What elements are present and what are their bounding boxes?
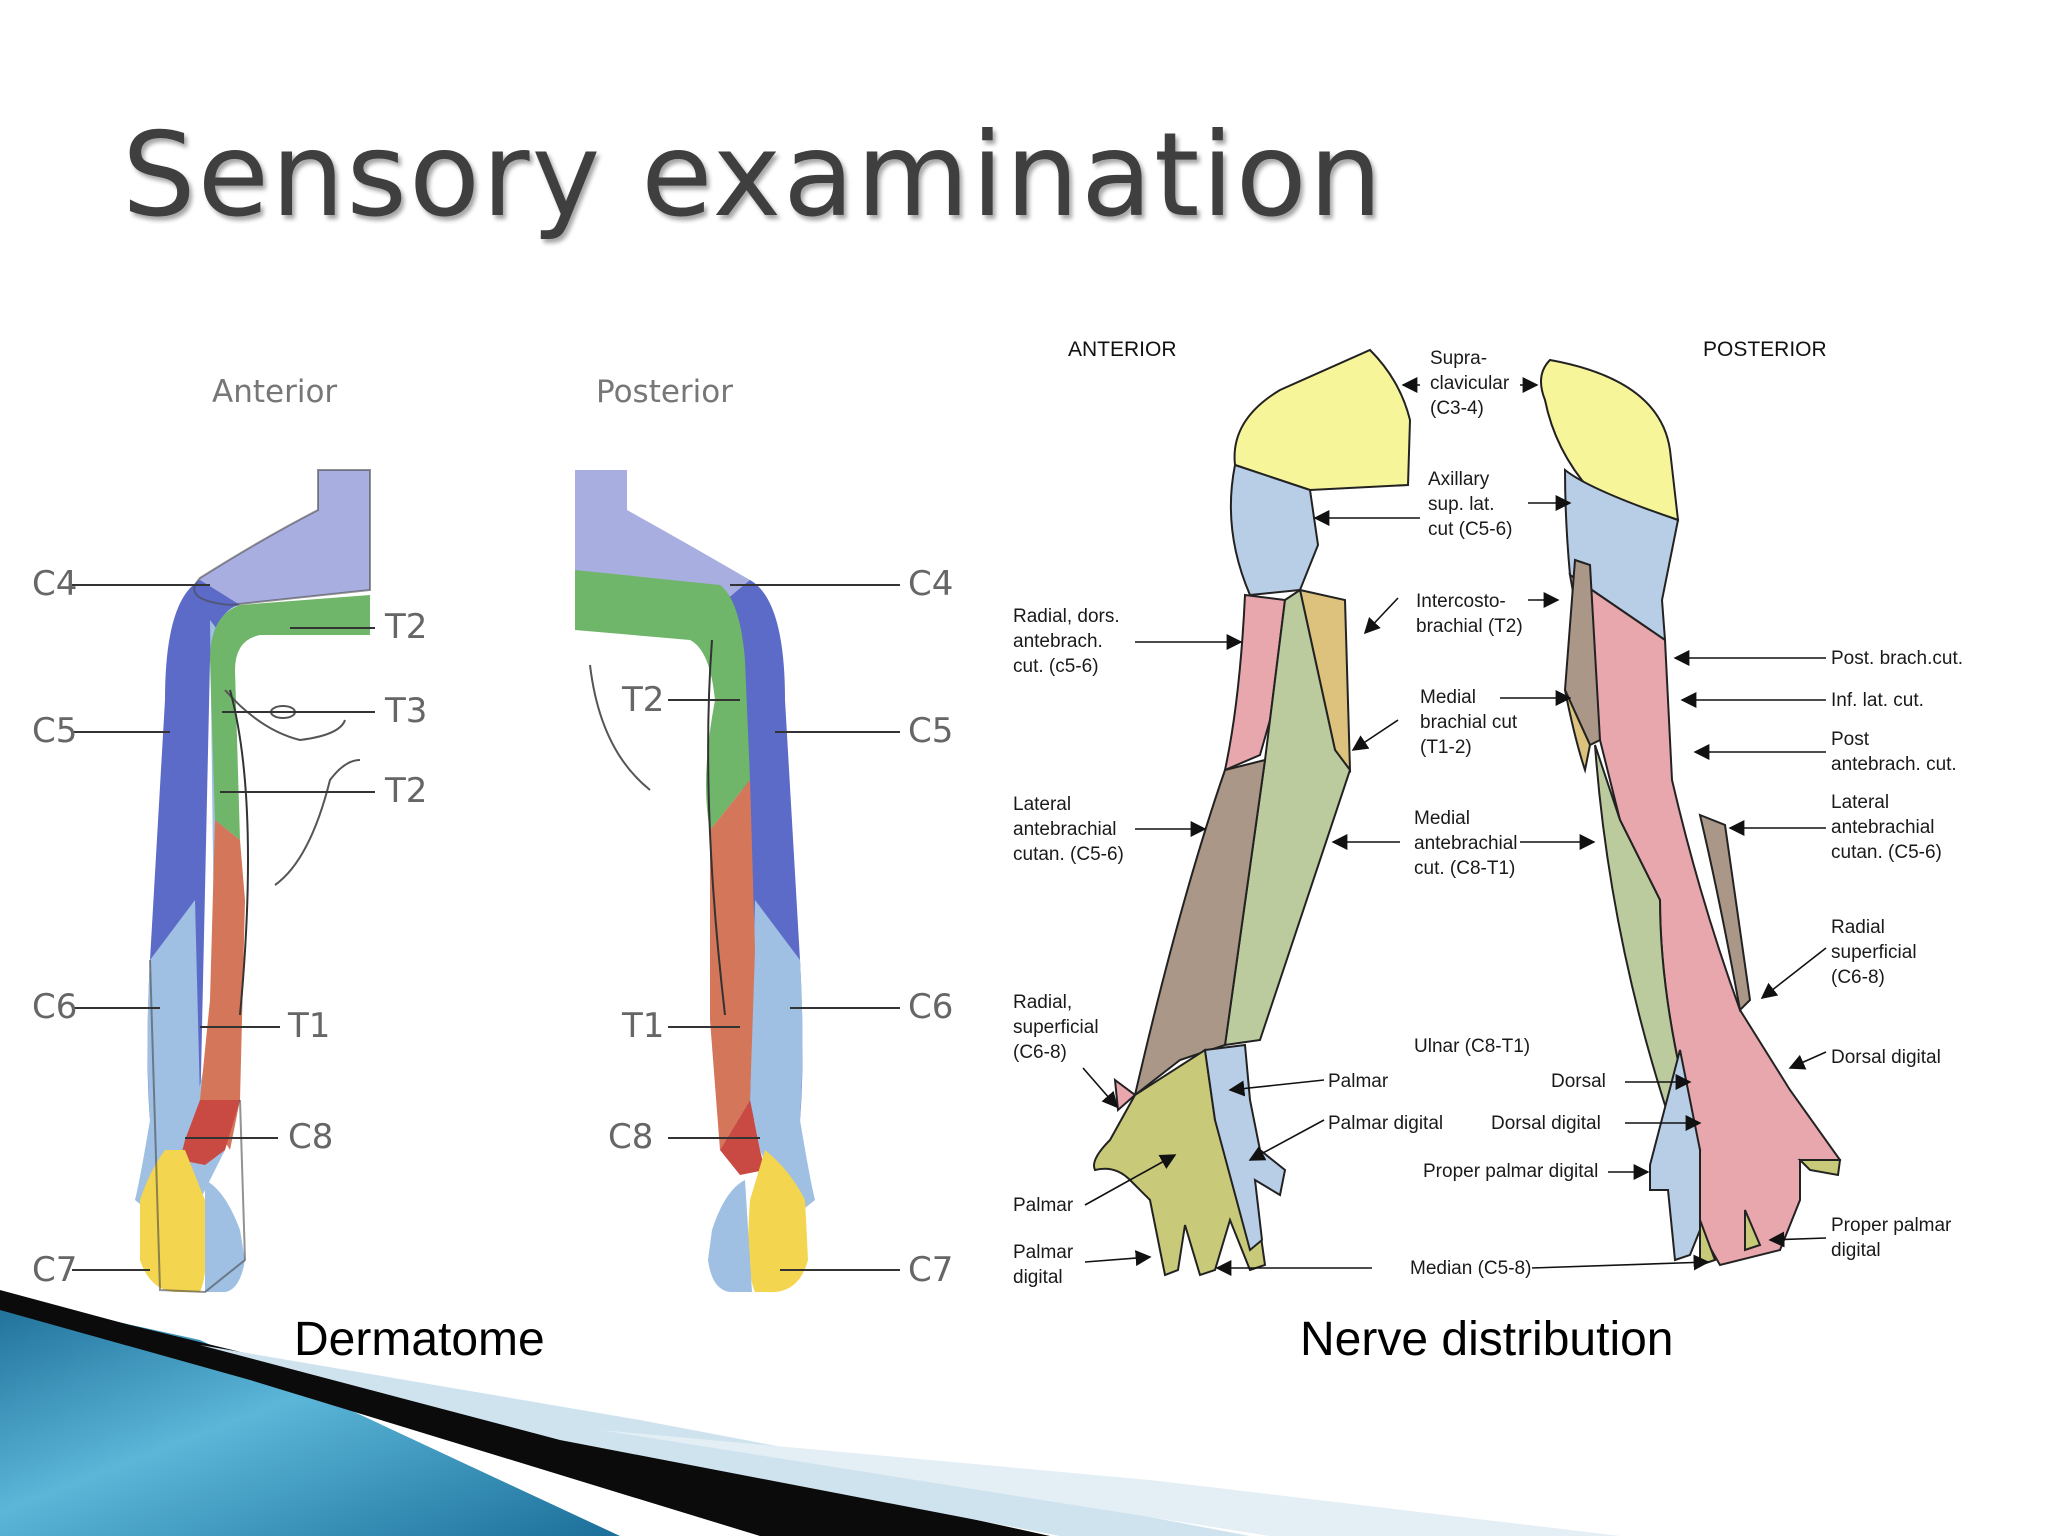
nerve-label-palmar-left: Palmar [1013, 1195, 1074, 1216]
dermatome-label-c5-posterior: C5 [908, 711, 954, 751]
dermatome-anterior-heading: Anterior [212, 374, 338, 410]
nerve-posterior-heading: POSTERIOR [1703, 338, 1827, 361]
nerve-label-palmar-mid: Palmar [1328, 1071, 1389, 1092]
nerve-label-intercostobrachial: Intercosto- brachial (T2) [1416, 591, 1523, 637]
dermatome-label-t1-posterior: T1 [622, 1006, 665, 1046]
dermatome-posterior-heading: Posterior [596, 374, 734, 410]
nerve-label-post-brach: Post. brach.cut. [1831, 648, 1964, 669]
nerve-label-dorsal-digital: Dorsal digital [1491, 1113, 1601, 1134]
dermatome-label-t3-anterior: T3 [385, 691, 428, 731]
nerve-label-medial-brachial: Medial brachial cut (T1-2) [1420, 687, 1518, 758]
nerve-label-medial-antebrachial: Medial antebrachial cut. (C8-T1) [1414, 808, 1518, 879]
dermatome-label-c4-anterior: C4 [32, 564, 78, 604]
slide-title: Sensory examination [122, 108, 1385, 243]
nerve-label-lateral-antebrachial-left: Lateral antebrachial cutan. (C5-6) [1013, 794, 1124, 865]
nerve-label-supraclavicular: Supra- clavicular (C3-4) [1430, 348, 1510, 419]
dermatome-label-t1-anterior: T1 [288, 1006, 331, 1046]
dermatome-label-c5-anterior: C5 [32, 711, 78, 751]
nerve-label-radial-superficial-left: Radial, superficial (C6-8) [1013, 992, 1099, 1063]
nerve-label-lateral-antebrachial-right: Lateral antebrachial cutan. (C5-6) [1831, 792, 1942, 863]
nerve-label-ulnar: Ulnar (C8-T1) [1414, 1036, 1531, 1057]
dermatome-label-c8-posterior: C8 [608, 1117, 654, 1157]
nerve-label-proper-palmar-digital: Proper palmar digital [1423, 1161, 1599, 1182]
dermatome-pointer-lines [72, 584, 900, 1271]
nerve-posterior-arm [1540, 358, 1842, 1267]
dermatome-label-c6-anterior: C6 [32, 987, 78, 1027]
nerve-label-palmar-digital-left: Palmar digital [1013, 1242, 1074, 1288]
nerve-label-radial-dors: Radial, dors. antebrach. cut. (c5-6) [1013, 606, 1120, 677]
nerve-anterior-heading: ANTERIOR [1068, 338, 1177, 361]
nerve-label-median: Median (C5-8) [1410, 1258, 1532, 1279]
dermatome-label-t2-anterior-upper: T2 [385, 607, 428, 647]
nerve-label-proper-palmar-right: Proper palmar digital [1831, 1215, 1952, 1261]
dermatome-label-c6-posterior: C6 [908, 987, 954, 1027]
nerve-label-radial-superficial-right: Radial superficial (C6-8) [1831, 917, 1917, 988]
nerve-label-dorsal-digital-right: Dorsal digital [1831, 1047, 1941, 1068]
nerve-anterior-arm [1093, 348, 1412, 1277]
nerve-label-post-antebrach: Post antebrach. cut. [1831, 729, 1957, 775]
nerve-label-palmar-digital-mid: Palmar digital [1328, 1113, 1444, 1134]
dermatome-caption: Dermatome [294, 1313, 545, 1366]
nerve-label-dorsal: Dorsal [1551, 1071, 1606, 1092]
nerve-label-axillary: Axillary sup. lat. cut (C5-6) [1428, 469, 1513, 540]
dermatome-label-c8-anterior: C8 [288, 1117, 334, 1157]
nerve-label-inf-lat: Inf. lat. cut. [1831, 690, 1924, 711]
dermatome-label-t2-posterior: T2 [622, 680, 665, 720]
nerve-distribution-caption: Nerve distribution [1300, 1313, 1674, 1366]
dermatome-label-c7-anterior: C7 [32, 1250, 78, 1290]
dermatome-label-t2-anterior-lower: T2 [385, 771, 428, 811]
dermatome-label-c7-posterior: C7 [908, 1250, 954, 1290]
nerve-pointer-arrows [1082, 377, 1827, 1276]
dermatome-label-c4-posterior: C4 [908, 564, 954, 604]
